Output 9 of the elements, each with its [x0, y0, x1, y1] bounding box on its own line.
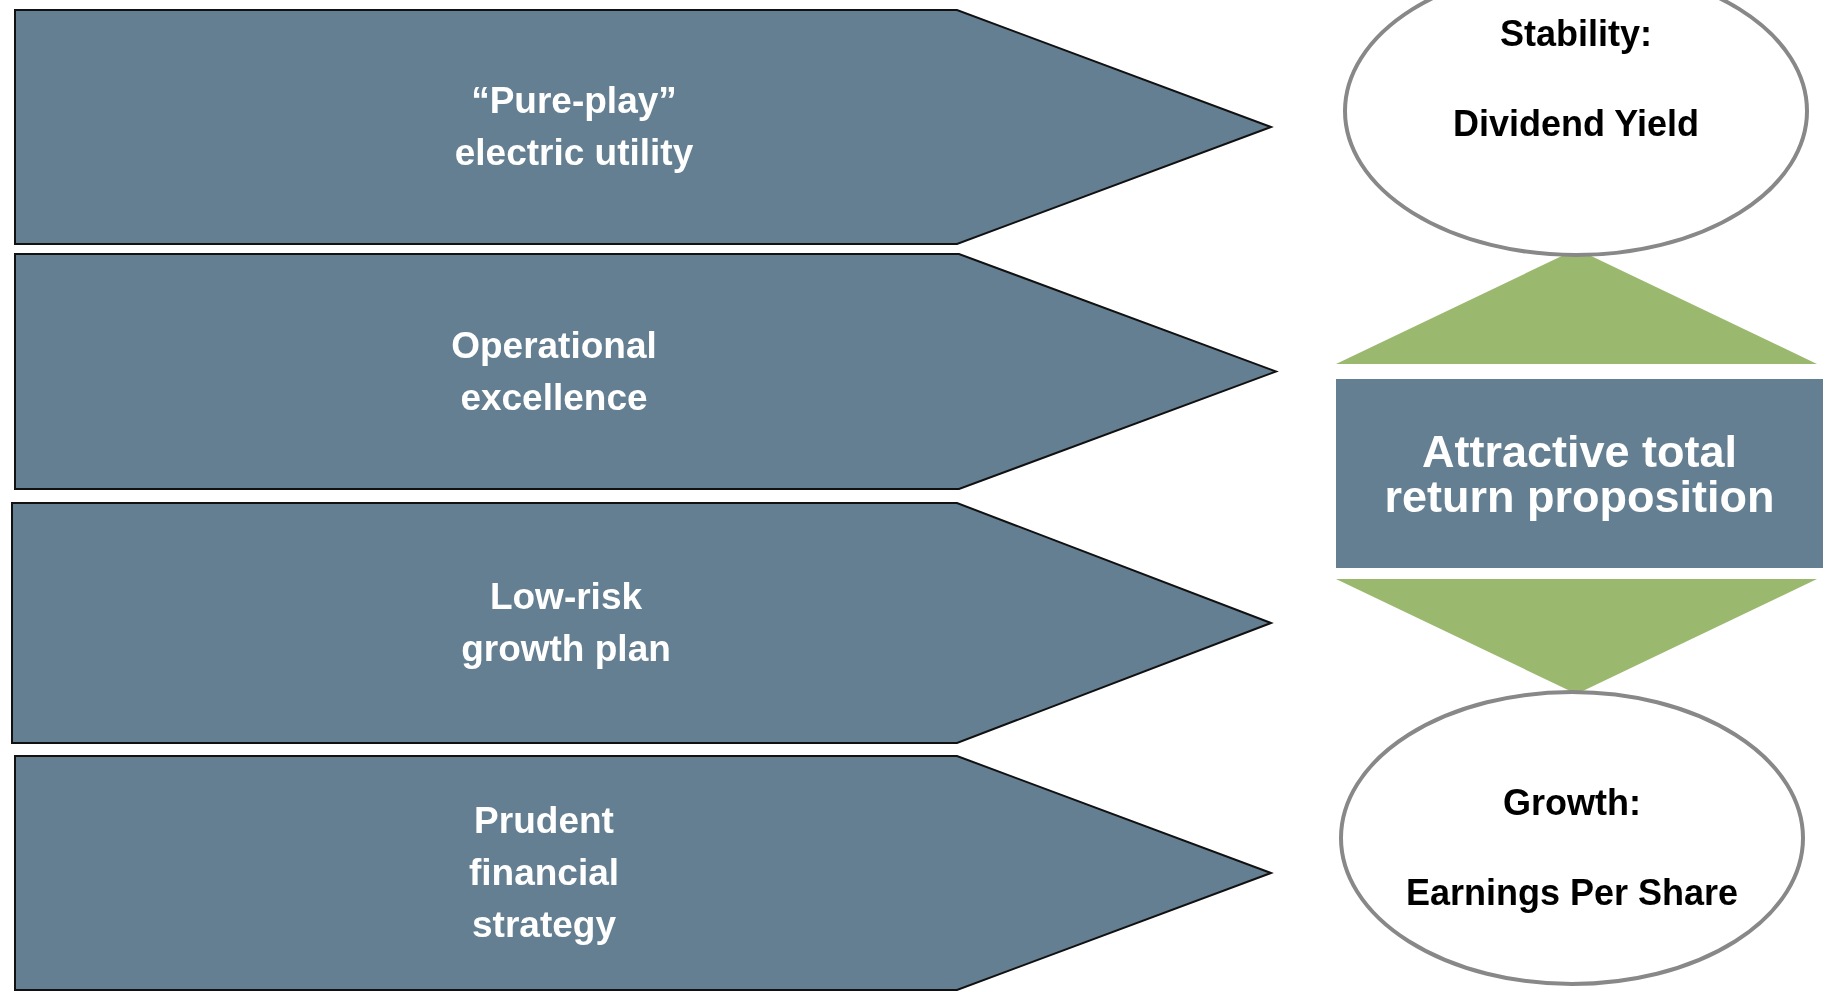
- node-label: Dividend Yield: [1452, 103, 1700, 145]
- node-label: Prudent financial strategy: [467, 799, 621, 947]
- node-label: Low-risk growth plan: [461, 575, 671, 671]
- node-label: Attractive total return proposition: [1383, 428, 1776, 519]
- node-heading: Stability:: [1500, 13, 1652, 55]
- node-heading: Growth:: [1503, 782, 1641, 824]
- node-label: Earnings Per Share: [1405, 872, 1739, 914]
- node-label: Operational excellence: [450, 323, 658, 420]
- node-label: “Pure-play” electric utility: [453, 79, 695, 175]
